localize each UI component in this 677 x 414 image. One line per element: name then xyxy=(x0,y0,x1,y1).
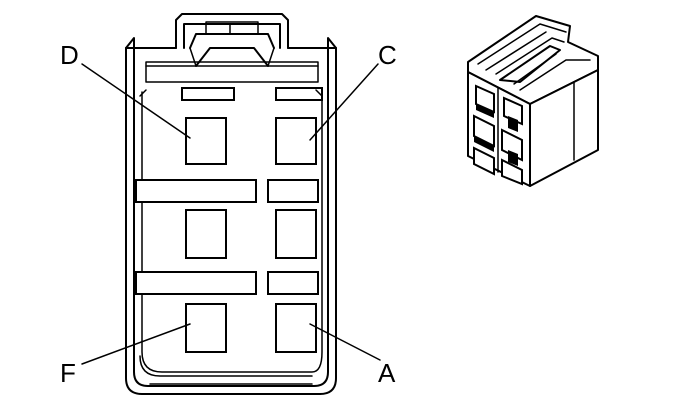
cavity-b xyxy=(275,209,317,259)
label-c: C xyxy=(378,40,397,70)
connector-front-view xyxy=(125,13,337,395)
cavity-c xyxy=(275,117,317,165)
leader-c xyxy=(309,63,379,141)
cavity-e xyxy=(185,209,227,259)
leader-d xyxy=(81,63,191,139)
callout-leaders xyxy=(81,63,381,365)
label-f: F xyxy=(60,358,76,388)
leader-a xyxy=(309,323,381,361)
leader-f xyxy=(81,323,191,365)
cavity-a xyxy=(275,303,317,353)
cavity-d xyxy=(185,117,227,165)
cavity-f xyxy=(185,303,227,353)
connector-isometric-view xyxy=(467,15,599,187)
label-d: D xyxy=(60,40,79,70)
label-a: A xyxy=(378,358,396,388)
